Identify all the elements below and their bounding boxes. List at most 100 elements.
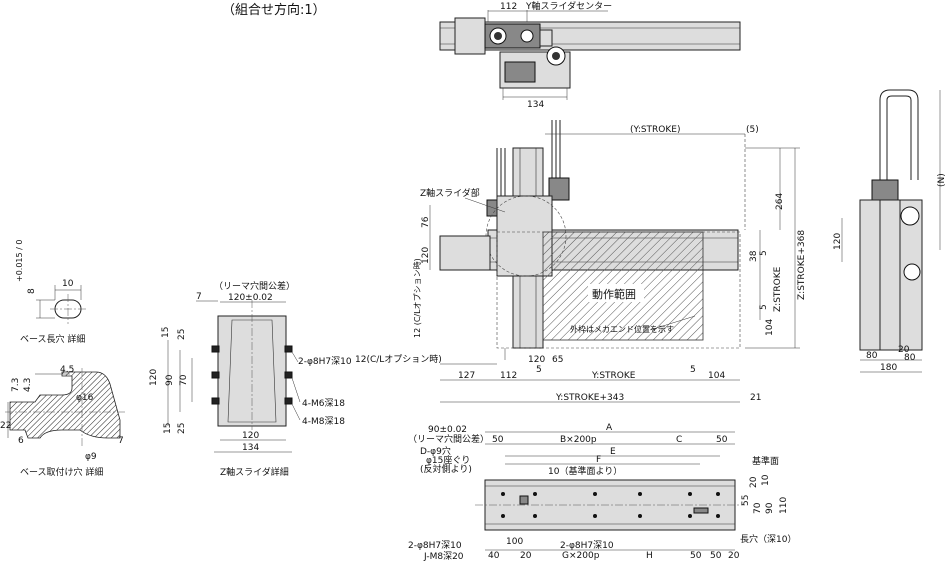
dim-120-side: 120 — [833, 233, 843, 250]
br-dim-4: 90 — [765, 502, 775, 514]
dim-5-paren: (5) — [746, 125, 759, 135]
drawing-title: （組合せ方向:1） — [222, 2, 326, 18]
holes-a: 2-φ8H7深10 — [298, 356, 352, 367]
note-m8: J-M8深20 — [423, 551, 464, 562]
br-dim-2: 55 — [741, 495, 751, 506]
d-hole2: φ15座ぐり — [426, 454, 470, 466]
d-hole1: D-φ9穴 — [420, 445, 451, 457]
dim-112-front: 112 — [500, 371, 517, 381]
dim-20: 20 — [898, 345, 910, 355]
z-slider-label: Z軸スライダ部 — [420, 187, 480, 199]
dim-e: E — [610, 447, 616, 457]
caption-base-hole: ベース長穴 詳細 — [20, 333, 85, 345]
z-dim-left-1: 15 — [161, 327, 171, 338]
dim-8-hole: 8 — [27, 288, 37, 294]
dim-a: A — [606, 423, 613, 433]
dim-7-z: 7 — [196, 292, 202, 302]
note-pin: 2-φ8H7深10 — [408, 540, 462, 551]
side-view: (N) 120 80 20 80 180 — [833, 89, 945, 373]
ref-10: 10（基準面より） — [548, 465, 622, 477]
dim-120-front: 120 — [421, 247, 431, 264]
caption-z-slider: Z軸スライダ詳細 — [220, 466, 289, 478]
tol-hole: +0.015 / 0 — [15, 240, 24, 282]
dim-80a: 80 — [866, 351, 878, 361]
br-dim-3: 70 — [753, 502, 763, 514]
base-hole-detail: 10 8 +0.015 / 0 ベース長穴 詳細 — [15, 240, 86, 345]
holes-c: 4-M8深18 — [302, 416, 345, 427]
z-stroke-v: Z:STROKE — [773, 266, 783, 312]
top-view: 112 Y軸スライダセンター 134 — [439, 0, 741, 110]
long-hole: 長穴（深10） — [740, 533, 796, 545]
ream-note-base: （リーマ穴間公差） — [408, 433, 489, 445]
bot-120: 120 — [528, 355, 545, 365]
dim-90-tol: 90±0.02 — [428, 425, 467, 435]
dim-b: B×200p — [560, 435, 597, 445]
cl-option-v: 12 (C/Lオプション時) — [413, 258, 422, 338]
dim-134-z: 134 — [242, 443, 259, 453]
dim-180: 180 — [880, 363, 897, 373]
dim-100: 100 — [506, 537, 523, 547]
mech-end-note: 外枠はメカエンド位置を示す — [570, 324, 674, 334]
dim-10-hole: 10 — [62, 279, 74, 289]
y-stroke: Y:STROKE — [591, 371, 636, 381]
b20: 20 — [728, 551, 740, 561]
dim-76: 76 — [421, 216, 431, 228]
z-stroke-368: Z:STROKE+368 — [797, 230, 807, 300]
dim-104-v: 104 — [765, 319, 775, 336]
dim-h: H — [646, 551, 653, 561]
y-stroke-343: Y:STROKE+343 — [555, 393, 624, 403]
dim-127: 127 — [458, 371, 475, 381]
dim-g: G×200p — [562, 551, 600, 561]
z-dim-left-6: 25 — [177, 423, 187, 434]
dim-134-top: 134 — [527, 100, 544, 110]
dim-40: 40 — [488, 551, 500, 561]
dim-120-tol: 120±0.02 — [228, 293, 273, 303]
dim-112-top: 112 — [500, 2, 517, 12]
bot-5a: 5 — [536, 365, 542, 375]
br-dim-0: 10 — [761, 474, 771, 486]
bot-65: 65 — [552, 355, 563, 365]
holes-b: 4-M6深18 — [302, 398, 345, 409]
dim-c: C — [676, 435, 682, 445]
dim-120-z: 120 — [242, 431, 259, 441]
phi-16: φ16 — [76, 393, 94, 403]
b50a: 50 — [690, 551, 702, 561]
bot-5b: 5 — [690, 365, 696, 375]
z-slider-detail: 7 （リーマ穴間公差） 120±0.02 25 15 120 90 70 15 … — [149, 280, 352, 478]
d-hole3: (反対側より) — [420, 463, 472, 475]
z-dim-left-0: 25 — [177, 329, 187, 340]
label-y-center: Y軸スライダセンター — [525, 0, 612, 12]
dim-7-3: 7.3 — [11, 378, 21, 392]
dim-104-h: 104 — [708, 371, 725, 381]
dim-20-base: 20 — [520, 551, 532, 561]
dim-4-3: 4.3 — [23, 378, 33, 392]
phi-9: φ9 — [85, 452, 97, 462]
br-dim-1: 20 — [749, 476, 759, 488]
dim-80b: 80 — [904, 353, 916, 363]
z-dim-left-3: 90 — [165, 374, 175, 386]
dim-21: 21 — [750, 393, 761, 403]
dim-f: F — [596, 455, 601, 465]
note-pin2: 2-φ8H7深10 — [560, 540, 614, 551]
b50b: 50 — [710, 551, 722, 561]
dim-n: (N) — [937, 173, 945, 187]
z-dim-left-2: 120 — [149, 369, 159, 386]
br-dim-5: 110 — [779, 497, 789, 514]
z-dim-left-4: 70 — [179, 374, 189, 386]
z-dim-left-5: 15 — [163, 423, 173, 434]
range-label: 動作範囲 — [592, 287, 636, 301]
caption-base-mount: ベース取付け穴 詳細 — [20, 466, 103, 478]
dim-22: 22 — [0, 421, 11, 431]
y-stroke-paren: (Y:STROKE) — [630, 125, 681, 135]
dim-7-mount: 7 — [118, 436, 124, 446]
ref-face: 基準面 — [752, 455, 779, 467]
front-view: 動作範囲 (Y:STROKE) (5) Z軸スライダ部 76 120 12 (C… — [355, 120, 807, 403]
dim-50a: 50 — [492, 435, 504, 445]
dim-5-b: 5 — [759, 304, 769, 310]
dim-38: 38 — [749, 250, 759, 262]
dim-5-a: 5 — [759, 250, 769, 256]
dim-6: 6 — [18, 436, 24, 446]
dim-4-5: 4.5 — [60, 365, 74, 375]
ream-note-z: （リーマ穴間公差） — [214, 280, 295, 292]
